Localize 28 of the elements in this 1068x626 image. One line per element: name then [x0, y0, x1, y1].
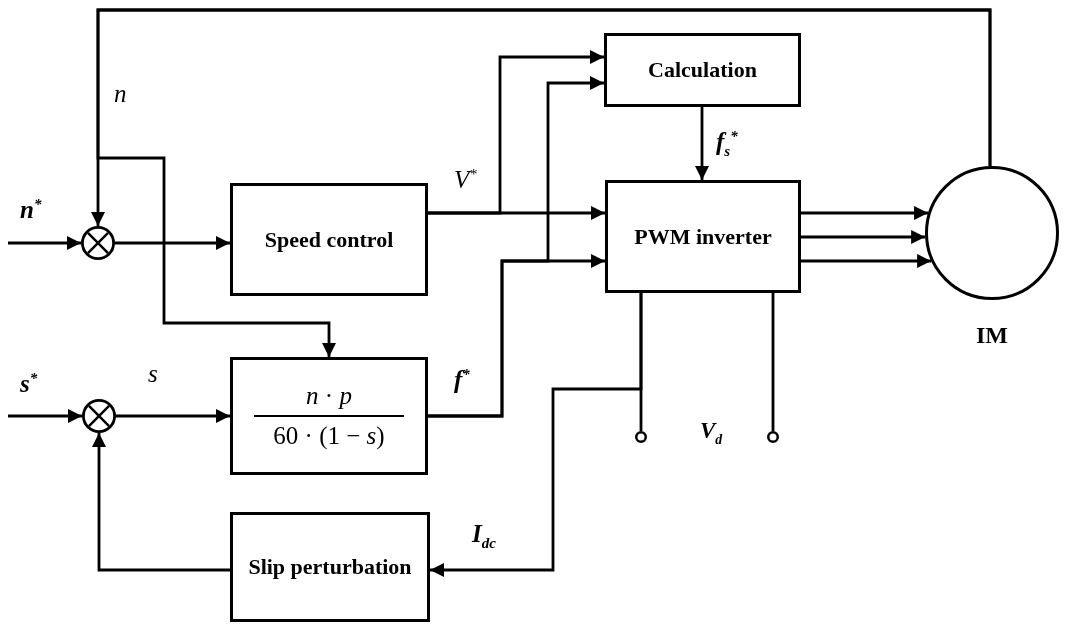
arrow	[8, 236, 81, 250]
formula-box	[230, 357, 428, 475]
process-box	[605, 180, 801, 293]
arrow	[801, 230, 926, 244]
voltage-label: V$_{d}$	[700, 418, 723, 447]
arrow	[115, 236, 230, 250]
connector-line	[639, 293, 643, 431]
box-label: Slip perturbation	[248, 554, 412, 580]
arrow	[801, 206, 929, 220]
arrow	[801, 254, 932, 268]
formula-denominator: 60 · (1 − s)	[273, 421, 385, 451]
motor-label: IM	[975, 322, 1009, 350]
signal-label: f$^{*}$	[452, 366, 472, 394]
arrow	[695, 107, 709, 180]
box-label: Calculation	[648, 57, 757, 83]
arrow	[428, 50, 604, 215]
process-box	[604, 33, 801, 107]
connector-line	[771, 293, 775, 431]
box-label: PWM inverter	[634, 223, 772, 250]
arrow	[116, 409, 230, 423]
process-box	[230, 183, 428, 296]
process-box	[230, 512, 430, 622]
arrow	[8, 409, 82, 423]
arrow	[428, 76, 604, 418]
box-label: Speed control	[264, 226, 394, 253]
formula-numerator: n · p	[306, 381, 352, 411]
arrow	[96, 8, 992, 357]
arrow	[92, 433, 230, 572]
